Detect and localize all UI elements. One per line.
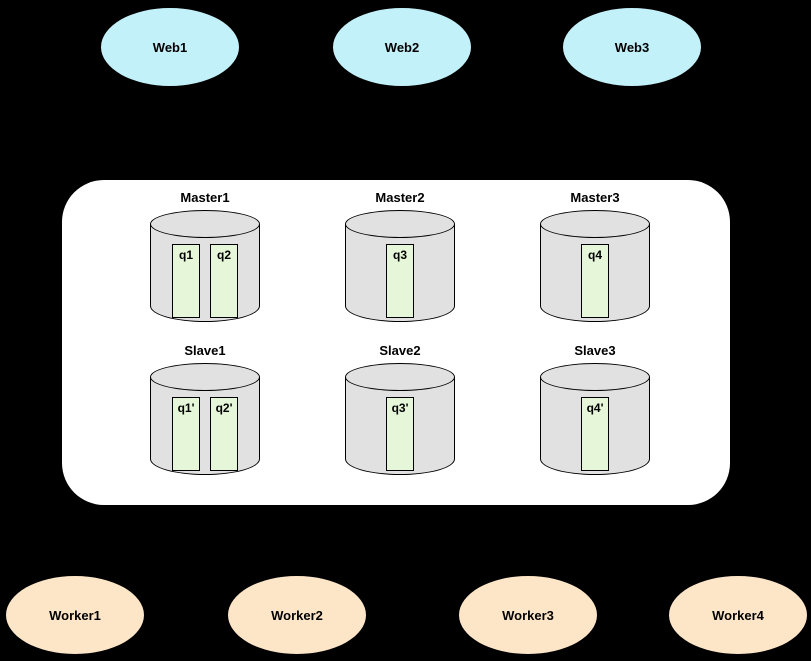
- cylinder-top: [345, 210, 455, 238]
- web-node-label: Web2: [384, 39, 420, 55]
- web-node-2: Web2: [332, 7, 472, 87]
- cylinder-body: [150, 224, 260, 322]
- cylinder-top: [150, 363, 260, 391]
- worker-node-label: Worker4: [712, 607, 764, 623]
- database-master1: Master1 q1 q2: [150, 190, 260, 322]
- queue: q2': [210, 397, 238, 471]
- queue-list: q3: [345, 244, 455, 318]
- database-cylinder-icon: q3': [345, 363, 455, 475]
- queue: q4': [581, 397, 609, 471]
- database-cylinder-icon: q4': [540, 363, 650, 475]
- database-label: Slave3: [574, 343, 616, 358]
- worker-node-label: Worker3: [502, 607, 554, 623]
- database-master2: Master2 q3: [345, 190, 455, 322]
- database-slave3: Slave3 q4': [540, 343, 650, 475]
- worker-node-label: Worker2: [271, 607, 323, 623]
- database-cylinder-icon: q1 q2: [150, 210, 260, 322]
- web-node-1: Web1: [100, 7, 240, 87]
- queue-list: q4': [540, 397, 650, 471]
- cylinder-top: [150, 210, 260, 238]
- web-node-3: Web3: [562, 7, 702, 87]
- cylinder-body: [150, 377, 260, 475]
- worker-node-4: Worker4: [668, 575, 808, 655]
- queue-list: q4: [540, 244, 650, 318]
- queue: q3': [386, 397, 414, 471]
- database-label: Master2: [375, 190, 425, 205]
- queue: q1: [172, 244, 200, 318]
- database-slave1: Slave1 q1' q2': [150, 343, 260, 475]
- database-slave2: Slave2 q3': [345, 343, 455, 475]
- worker-node-label: Worker1: [49, 607, 101, 623]
- cylinder-top: [345, 363, 455, 391]
- queue-list: q3': [345, 397, 455, 471]
- queue-list: q1 q2: [150, 244, 260, 318]
- database-label: Master1: [180, 190, 230, 205]
- database-label: Master3: [570, 190, 620, 205]
- database-label: Slave1: [184, 343, 226, 358]
- worker-node-2: Worker2: [227, 575, 367, 655]
- cylinder-top: [540, 210, 650, 238]
- queue: q4: [581, 244, 609, 318]
- queue-list: q1' q2': [150, 397, 260, 471]
- cylinder-top: [540, 363, 650, 391]
- queue: q3: [386, 244, 414, 318]
- queue: q1': [172, 397, 200, 471]
- database-master3: Master3 q4: [540, 190, 650, 322]
- database-cylinder-icon: q3: [345, 210, 455, 322]
- worker-node-3: Worker3: [458, 575, 598, 655]
- web-node-label: Web3: [614, 39, 650, 55]
- worker-node-1: Worker1: [5, 575, 145, 655]
- cluster-panel: Master1 q1 q2 Master2 q3 Master3: [62, 180, 730, 505]
- database-cylinder-icon: q4: [540, 210, 650, 322]
- queue: q2: [210, 244, 238, 318]
- database-label: Slave2: [379, 343, 421, 358]
- web-node-label: Web1: [152, 39, 188, 55]
- database-cylinder-icon: q1' q2': [150, 363, 260, 475]
